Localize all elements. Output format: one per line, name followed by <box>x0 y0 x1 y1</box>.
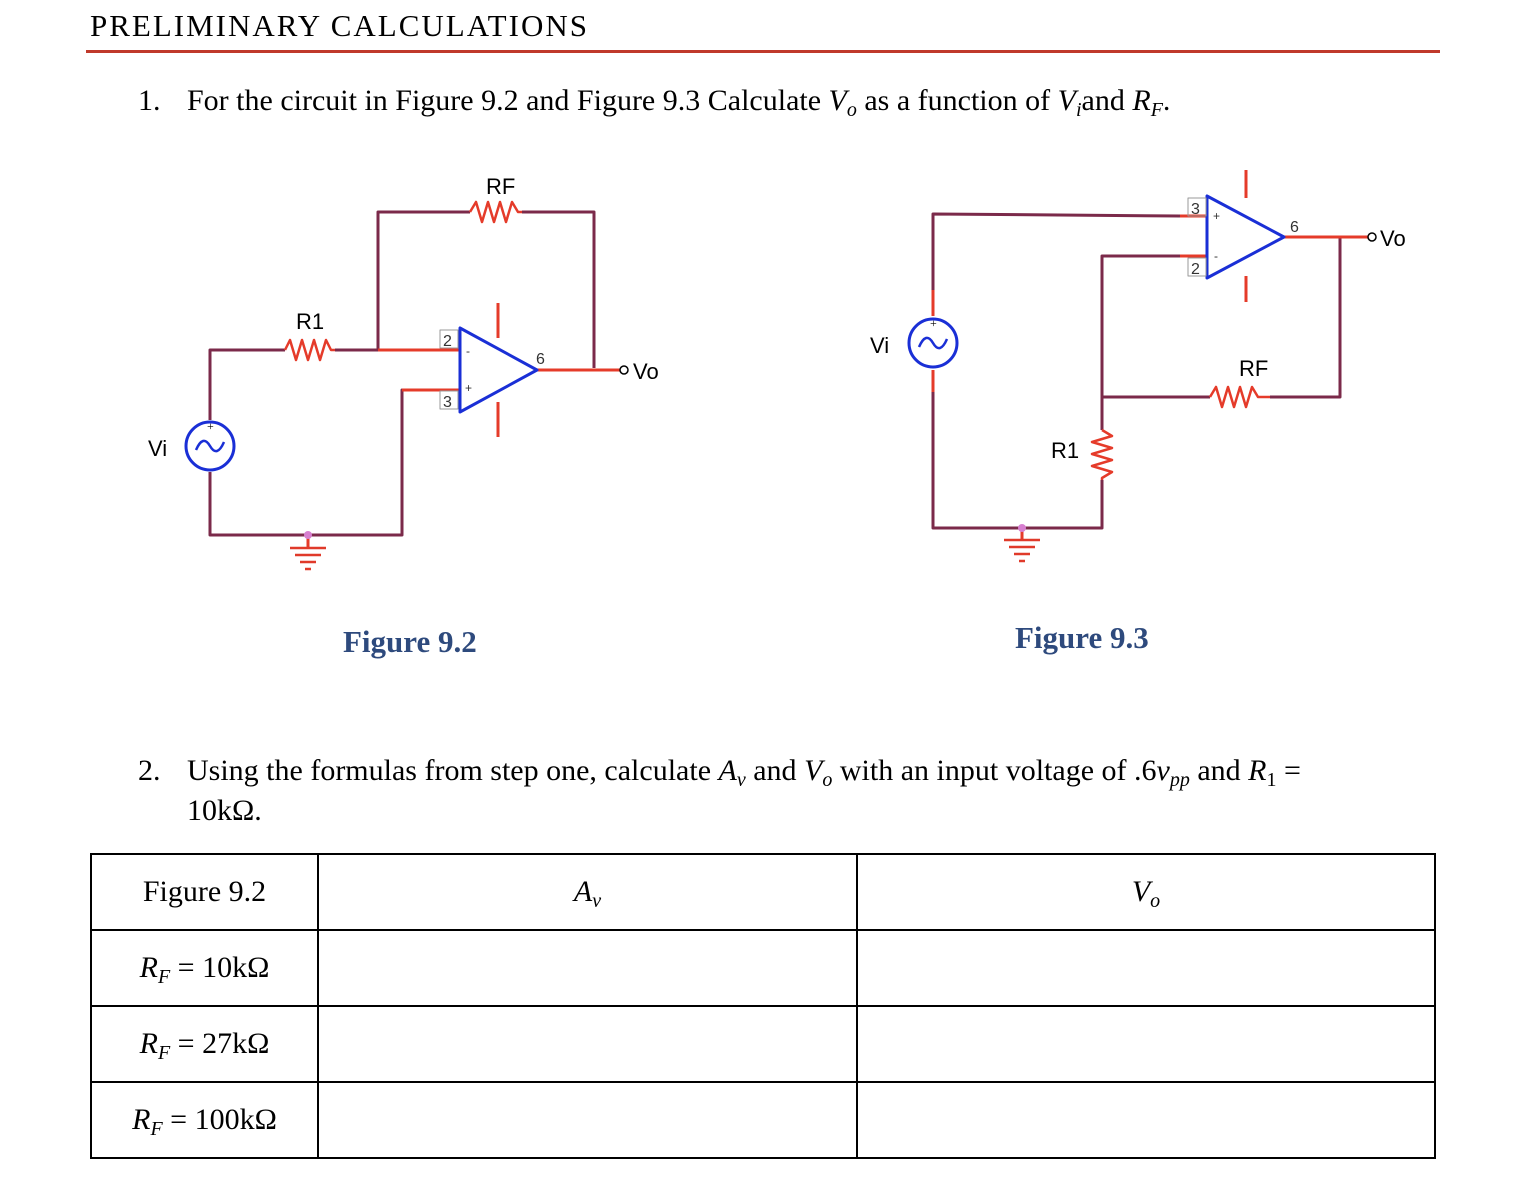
answer-cell-av[interactable] <box>317 1081 858 1159</box>
svg-text:6: 6 <box>536 351 545 368</box>
question-2-number: 2. <box>138 754 161 787</box>
svg-text:2: 2 <box>1191 261 1200 278</box>
svg-text:Vo: Vo <box>1380 226 1406 251</box>
question-2-text: Using the formulas from step one, calcul… <box>187 754 1301 791</box>
table-row: RF = 27kΩ <box>90 1005 1436 1083</box>
svg-text:6: 6 <box>1290 219 1299 236</box>
circuit-diagrams: - + + 2 3 6 RF R1 Vi Vo <box>148 170 1406 571</box>
svg-text:-: - <box>466 344 470 358</box>
answer-cell-vo[interactable] <box>856 1081 1436 1159</box>
results-table: Figure 9.2 Av Vo RF = 10kΩ RF = 27kΩ RF … <box>90 853 1436 1159</box>
svg-text:RF: RF <box>1239 356 1268 381</box>
svg-text:Vi: Vi <box>870 333 889 358</box>
svg-text:+: + <box>1213 209 1220 223</box>
figure-9-3-circuit: + - + 3 2 6 RF R1 Vi Vo <box>870 170 1406 563</box>
svg-text:RF: RF <box>486 174 515 199</box>
answer-cell-av[interactable] <box>317 929 858 1007</box>
figure-9-2-circuit: - + + 2 3 6 RF R1 Vi Vo <box>148 174 659 571</box>
svg-text:3: 3 <box>1191 201 1200 218</box>
table-row-label: RF = 100kΩ <box>90 1081 319 1159</box>
svg-text:+: + <box>930 316 937 330</box>
svg-text:-: - <box>1214 249 1218 263</box>
svg-text:R1: R1 <box>296 309 324 334</box>
question-1-text: For the circuit in Figure 9.2 and Figure… <box>187 84 1171 121</box>
figure-9-2-caption: Figure 9.2 <box>343 624 477 659</box>
table-header-cell: Vo <box>856 853 1436 931</box>
question-2-text-line-2: 10kΩ. <box>187 794 262 827</box>
question-1-number: 1. <box>138 84 161 117</box>
table-row-label: RF = 10kΩ <box>90 929 319 1007</box>
table-row-label: RF = 27kΩ <box>90 1005 319 1083</box>
svg-text:Vo: Vo <box>633 359 659 384</box>
svg-text:+: + <box>207 419 214 433</box>
answer-cell-av[interactable] <box>317 1005 858 1083</box>
section-heading: PRELIMINARY CALCULATIONS <box>90 8 589 43</box>
table-row: RF = 100kΩ <box>90 1081 1436 1159</box>
svg-text:Vi: Vi <box>148 436 167 461</box>
svg-text:2: 2 <box>443 333 452 350</box>
table-header-cell: Av <box>317 853 858 931</box>
table-header-row: Figure 9.2 Av Vo <box>90 853 1436 931</box>
svg-text:+: + <box>465 381 472 395</box>
table-header-cell: Figure 9.2 <box>90 853 319 931</box>
svg-text:R1: R1 <box>1051 438 1079 463</box>
figure-9-3-caption: Figure 9.3 <box>1015 620 1149 655</box>
table-row: RF = 10kΩ <box>90 929 1436 1007</box>
svg-text:3: 3 <box>443 394 452 411</box>
answer-cell-vo[interactable] <box>856 1005 1436 1083</box>
heading-underline <box>86 50 1440 53</box>
answer-cell-vo[interactable] <box>856 929 1436 1007</box>
